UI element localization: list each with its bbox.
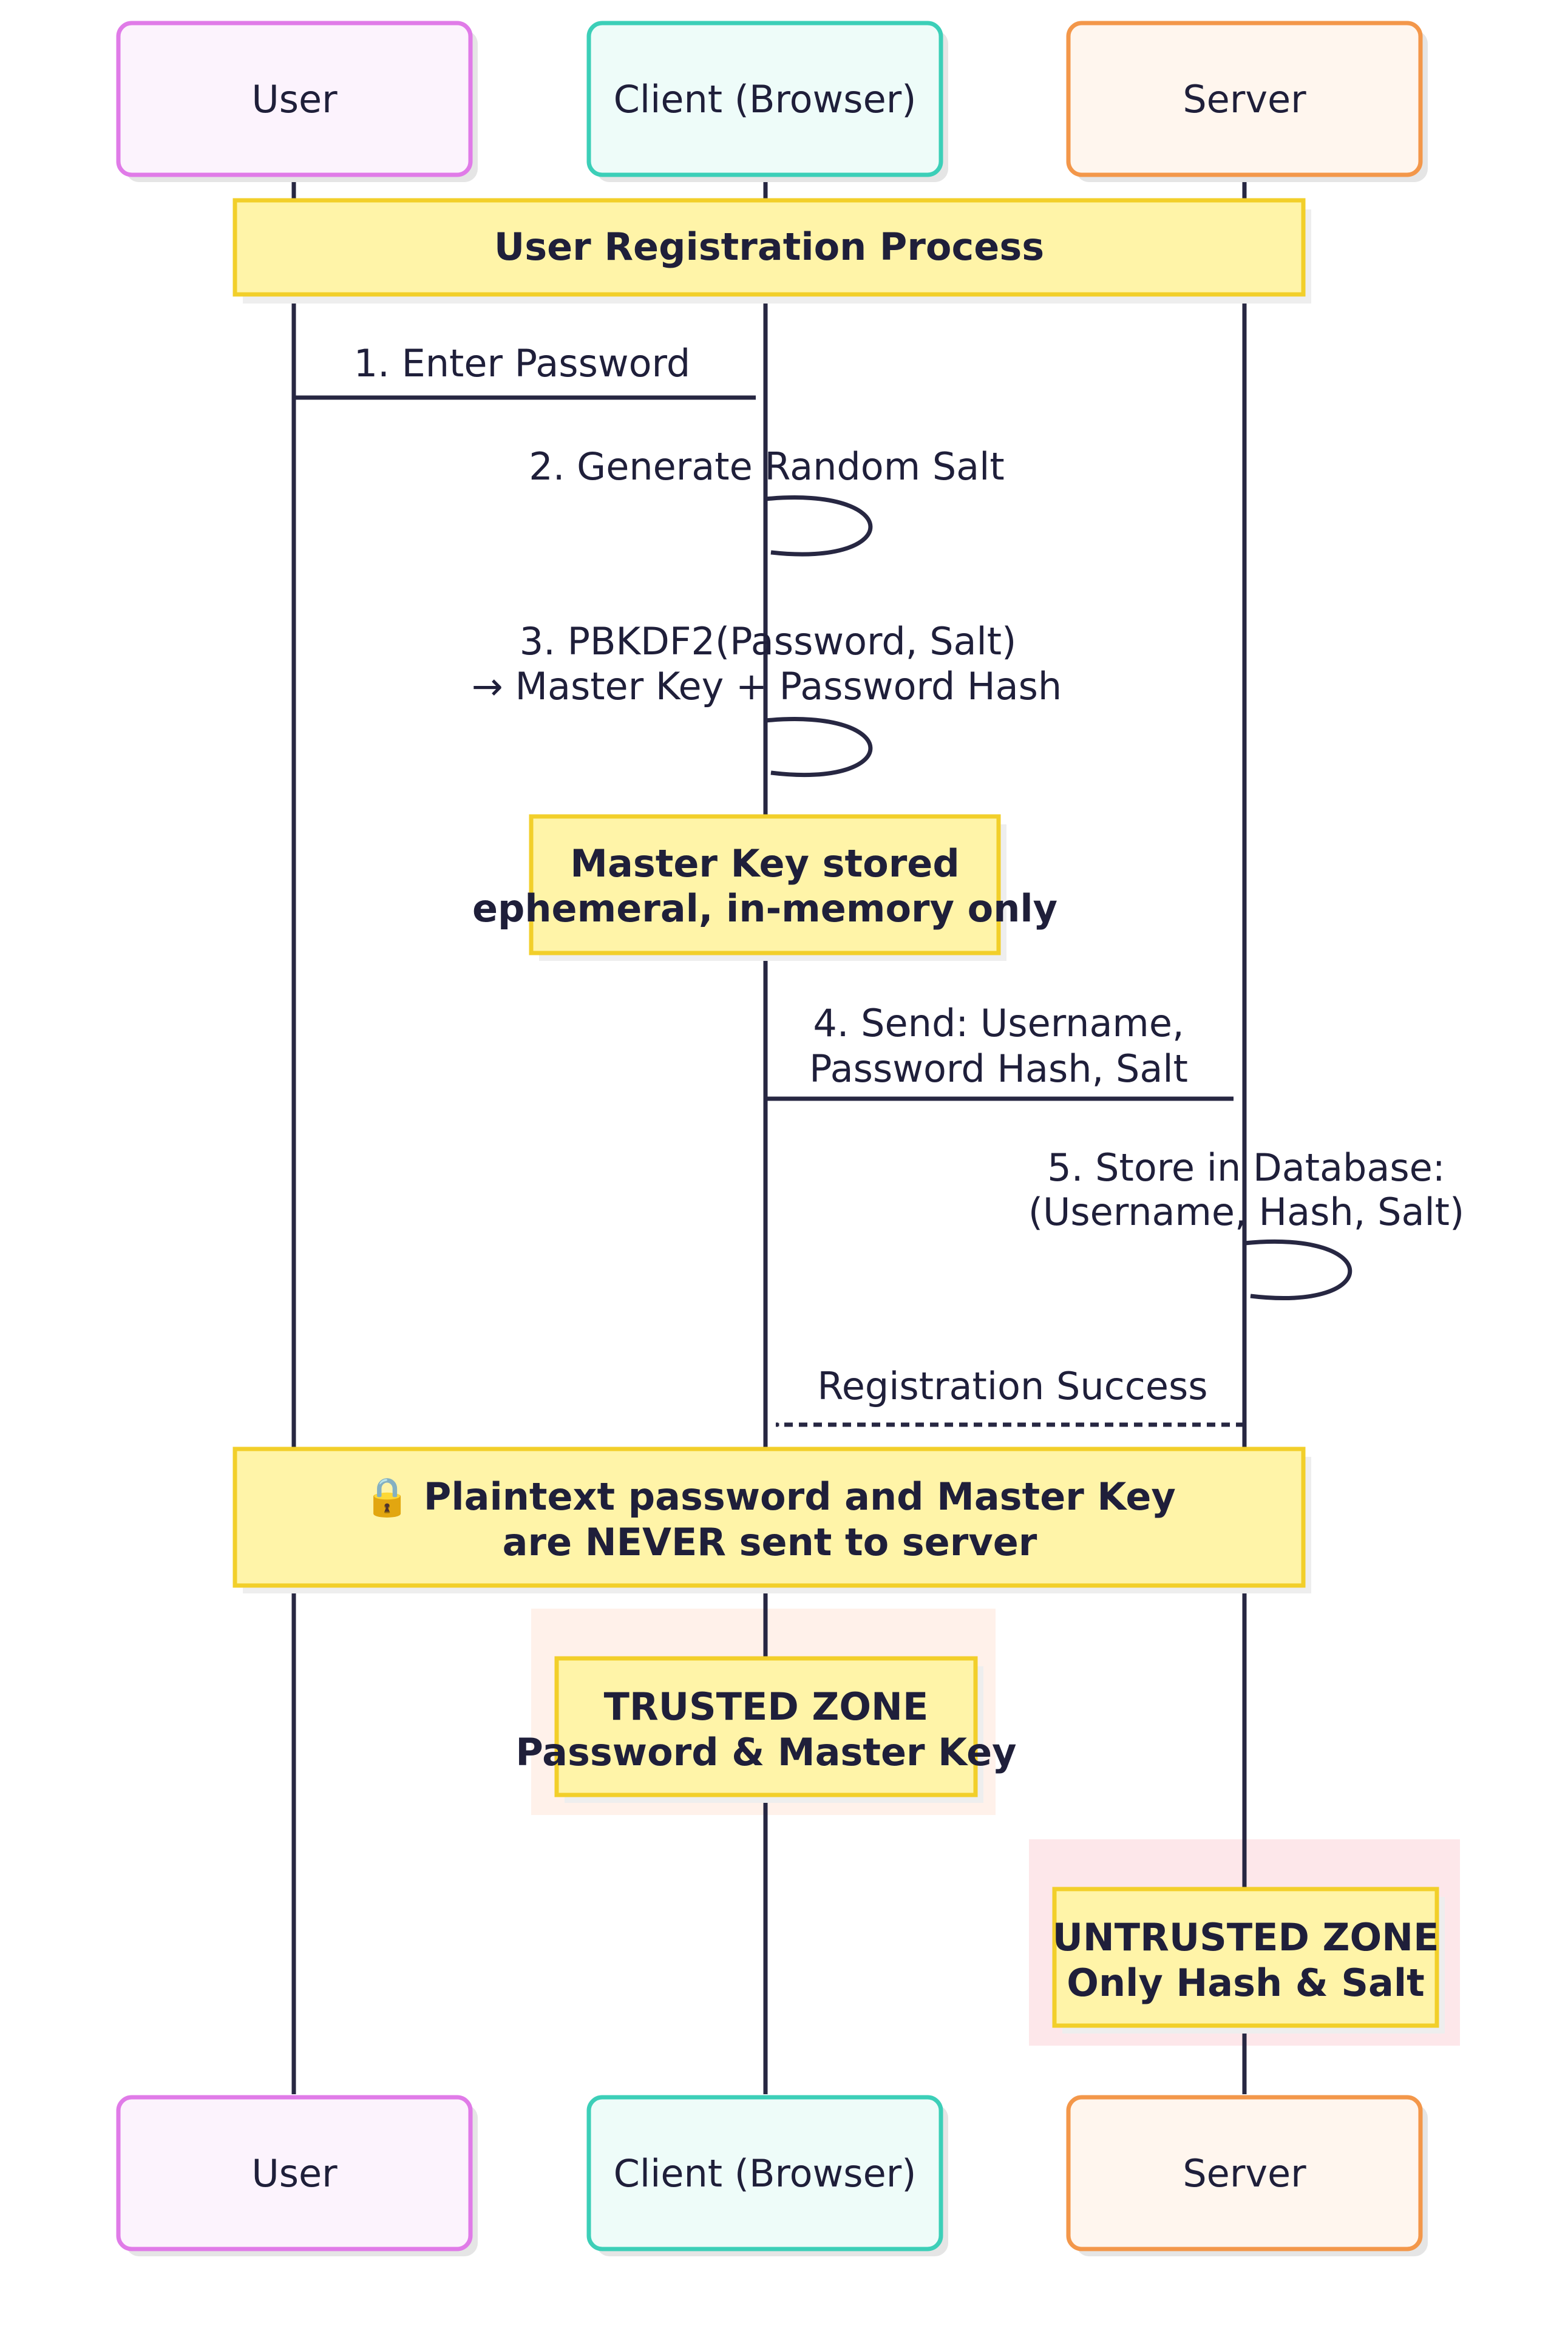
message-label: 3. PBKDF2(Password, Salt) [520, 619, 1017, 663]
note-untrusted-zone: UNTRUSTED ZONE Only Hash & Salt [1052, 1887, 1445, 2034]
note-registration: User Registration Process [232, 198, 1311, 304]
note-text: UNTRUSTED ZONE [1053, 1915, 1439, 1959]
note-text: Password & Master Key [515, 1730, 1016, 1774]
message-store-database: 5. Store in Database: (Username, Hash, S… [1028, 1145, 1464, 1300]
message-label: Registration Success [817, 1364, 1207, 1408]
message-send-credentials: 4. Send: Username, Password Hash, Salt [765, 1001, 1234, 1101]
message-registration-success: Registration Success [775, 1364, 1244, 1427]
message-label: (Username, Hash, Salt) [1028, 1190, 1464, 1234]
message-label: Password Hash, Salt [809, 1047, 1188, 1091]
note-trusted-zone: TRUSTED ZONE Password & Master Key [515, 1656, 1017, 1803]
participant-label: Server [1183, 2151, 1306, 2196]
participant-label: User [251, 2151, 338, 2196]
participant-label: Client (Browser) [614, 2151, 917, 2196]
participant-client-bottom: Client (Browser) [586, 2095, 948, 2256]
message-label: 5. Store in Database: [1047, 1145, 1445, 1190]
note-text: TRUSTED ZONE [604, 1684, 929, 1729]
self-loop-arrow [765, 495, 873, 557]
self-loop-arrow [1244, 1239, 1352, 1300]
note-text: Master Key stored [570, 841, 959, 886]
note-text: User Registration Process [494, 225, 1044, 269]
note-text: Only Hash & Salt [1067, 1961, 1424, 2005]
participant-user-top: User [116, 21, 478, 182]
participant-client-top: Client (Browser) [586, 21, 948, 182]
message-label: 4. Send: Username, [813, 1001, 1184, 1045]
note-master-key: Master Key stored ephemeral, in-memory o… [472, 814, 1057, 961]
message-label: → Master Key + Password Hash [472, 664, 1062, 708]
note-never-sent: 🔒 Plaintext password and Master Key are … [232, 1447, 1311, 1593]
self-loop-arrow [765, 717, 873, 778]
participant-label: User [251, 77, 338, 121]
note-text: ephemeral, in-memory only [472, 886, 1057, 931]
participant-server-top: Server [1066, 21, 1428, 182]
note-text: 🔒 Plaintext password and Master Key [364, 1474, 1176, 1519]
participant-server-bottom: Server [1066, 2095, 1428, 2256]
message-pbkdf2: 3. PBKDF2(Password, Salt) → Master Key +… [472, 619, 1062, 778]
participant-label: Server [1183, 77, 1306, 121]
participant-user-bottom: User [116, 2095, 478, 2256]
message-label: 2. Generate Random Salt [529, 444, 1004, 489]
message-enter-password: 1. Enter Password [294, 341, 756, 400]
message-label: 1. Enter Password [354, 341, 691, 385]
participant-label: Client (Browser) [614, 77, 917, 121]
note-text: are NEVER sent to server [503, 1520, 1037, 1564]
message-generate-salt: 2. Generate Random Salt [529, 444, 1005, 557]
